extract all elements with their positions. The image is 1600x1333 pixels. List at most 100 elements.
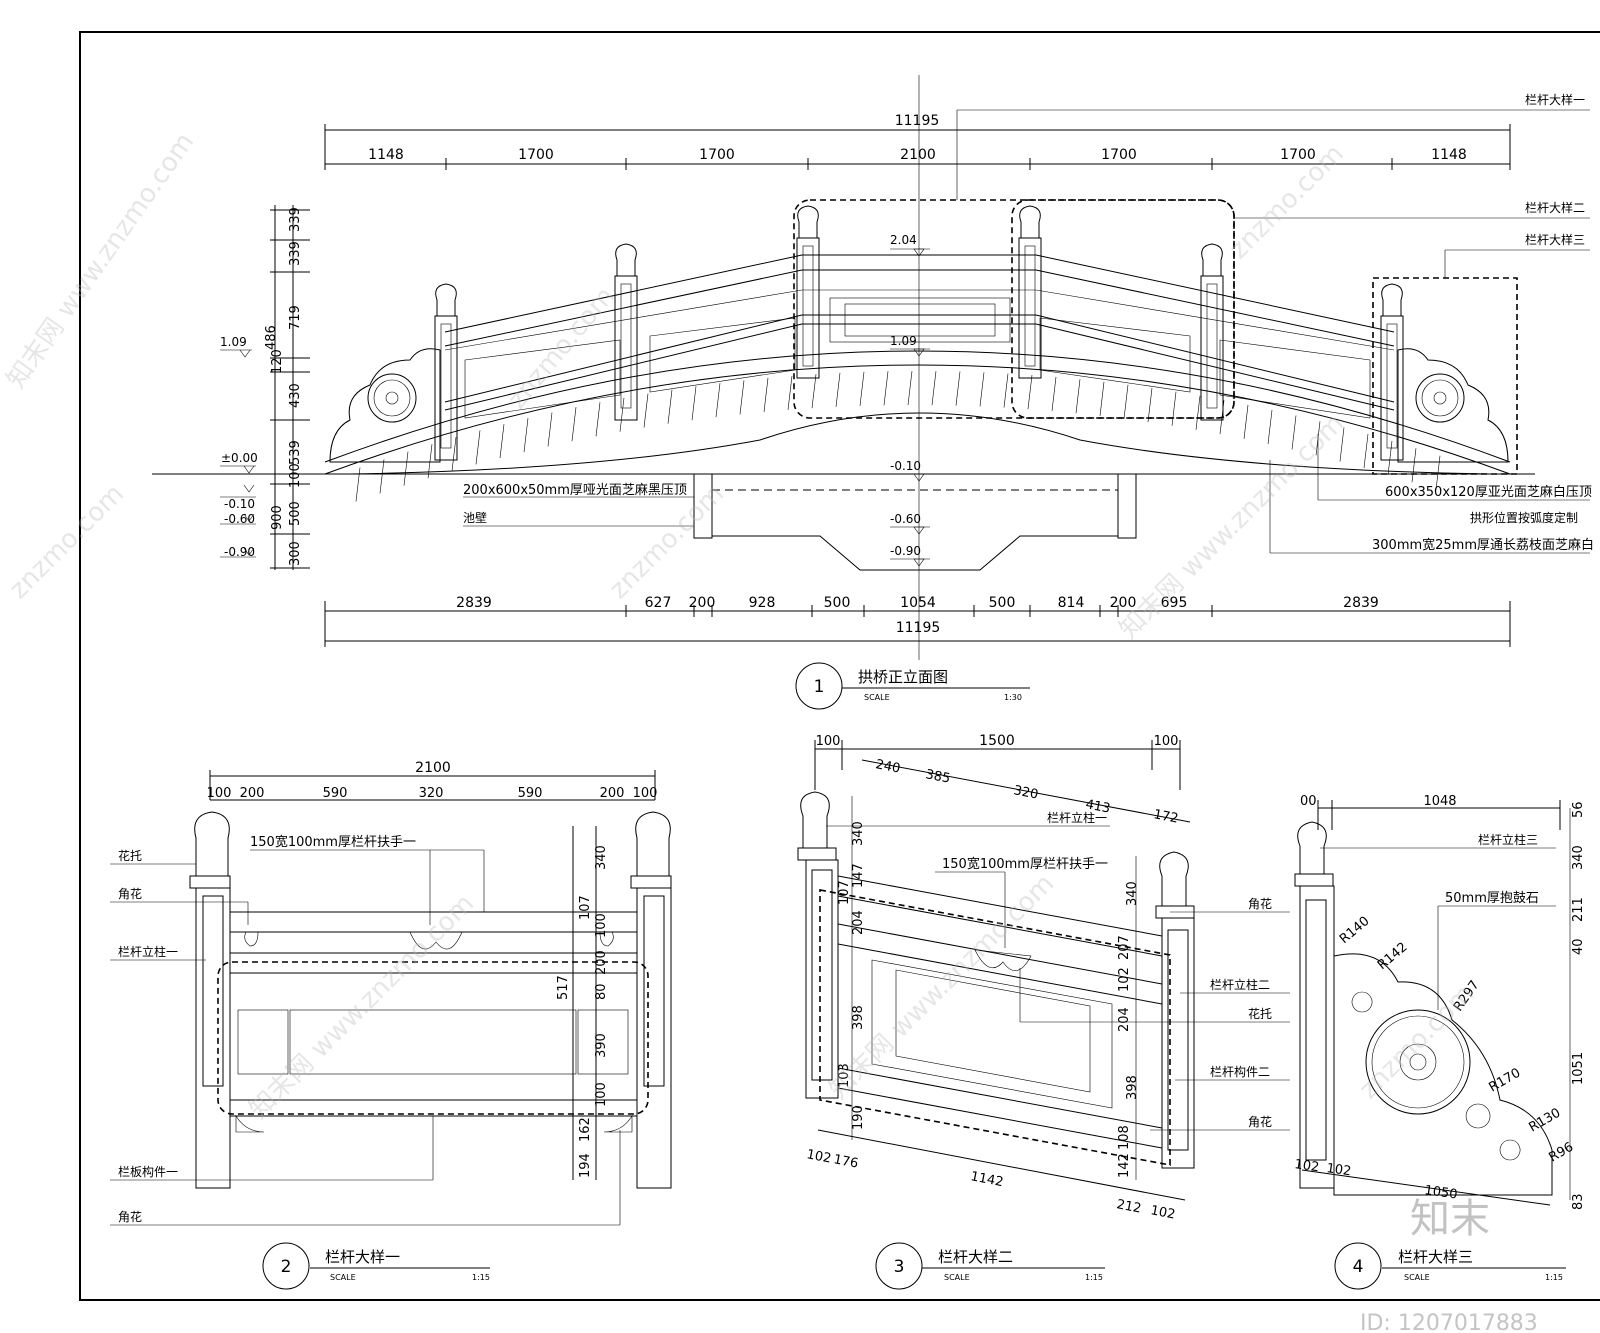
pool-walls: [693, 473, 1137, 571]
svg-text:100: 100: [633, 786, 658, 801]
callout-detail-3: 栏杆大样三: [1525, 232, 1585, 247]
left-dim-339a: 339: [288, 207, 303, 232]
view-number-circle-4: [1334, 1242, 1382, 1290]
svg-text:320: 320: [1012, 783, 1039, 802]
view-number-3: 3: [894, 1257, 905, 1277]
svg-text:103: 103: [837, 1063, 852, 1088]
svg-text:R130: R130: [1527, 1106, 1564, 1136]
bridge-post: [614, 243, 638, 421]
svg-text:100: 100: [594, 1082, 609, 1107]
svg-text:590: 590: [323, 786, 348, 801]
top-seg-4: 2100: [900, 147, 936, 163]
svg-text:-0.10: -0.10: [890, 459, 921, 473]
detail-callout-box-3: [1372, 277, 1518, 475]
callout-detail-2: 栏杆大样二: [1525, 200, 1585, 215]
bot-seg-7: 500: [989, 595, 1016, 611]
svg-text:-0.90: -0.90: [890, 544, 921, 558]
bot-seg-2: 627: [645, 595, 672, 611]
arch-deck-top: [324, 350, 1511, 463]
d1-label-handrail: 150宽100mm厚栏杆扶手一: [250, 834, 416, 850]
d2-label-post1: 栏杆立柱一: [1047, 810, 1107, 825]
left-dim-486: 486: [264, 325, 279, 350]
callout-coping-black: 200x600x50mm厚哑光面芝麻黑压顶: [463, 482, 687, 498]
bridge-post: [1380, 283, 1404, 461]
svg-text:212: 212: [1115, 1197, 1142, 1216]
svg-text:知末网 www.znzmo.com: 知末网 www.znzmo.com: [1114, 409, 1350, 645]
bridge-elevation: 11195 1148 1700 1700 2100 1700 1700 1148…: [152, 75, 1594, 710]
bottom-total-dim: 11195: [896, 620, 941, 636]
view-number-circle-3: [875, 1242, 923, 1290]
svg-text:1048: 1048: [1423, 794, 1456, 809]
left-dim-719: 719: [288, 305, 303, 330]
svg-text:108: 108: [1117, 1125, 1132, 1150]
d3-label-post3: 栏杆立柱三: [1478, 832, 1538, 847]
svg-text:102: 102: [1325, 1161, 1352, 1179]
svg-text:142: 142: [1117, 1153, 1132, 1178]
d2-label-handrail: 150宽100mm厚栏杆扶手一: [942, 856, 1108, 872]
railing-detail-2: 100 1500 100 240 385 320 413 172 34: [797, 733, 1290, 1290]
arch-deck-bottom: [324, 364, 1511, 475]
d1-label-corner-flower-2: 角花: [118, 1209, 142, 1224]
svg-text:100: 100: [207, 786, 232, 801]
svg-text:znzmo.com: znzmo.com: [502, 282, 620, 415]
svg-text:340: 340: [1571, 845, 1586, 870]
view-number-4: 4: [1353, 1257, 1364, 1277]
svg-text:R140: R140: [1337, 914, 1373, 947]
bot-seg-1: 2839: [456, 595, 492, 611]
svg-text:1.09: 1.09: [890, 334, 917, 348]
svg-text:590: 590: [518, 786, 543, 801]
bot-seg-10: 695: [1161, 595, 1188, 611]
svg-text:1051: 1051: [1571, 1052, 1586, 1085]
bridge-post: [796, 205, 820, 379]
svg-text:207: 207: [1117, 935, 1132, 960]
svg-text:100: 100: [594, 913, 609, 938]
detail2-title: 栏杆大样二: [938, 1248, 1013, 1266]
bot-seg-4: 928: [749, 595, 776, 611]
left-dim-539: 539: [288, 440, 303, 465]
bot-seg-6: 1054: [900, 595, 936, 611]
svg-text:204: 204: [851, 910, 866, 935]
top-seg-7: 1148: [1431, 147, 1467, 163]
svg-text:102: 102: [1293, 1157, 1320, 1175]
d3-label-drum-stone: 50mm厚抱鼓石: [1445, 890, 1539, 906]
svg-text:znzmo.com: znzmo.com: [1354, 979, 1480, 1105]
svg-text:±0.00: ±0.00: [221, 451, 258, 465]
callout-pool-wall: 池壁: [463, 510, 487, 525]
svg-text:390: 390: [594, 1033, 609, 1058]
svg-text:517: 517: [556, 975, 571, 1000]
railing-detail-1: 2100 100 200 590 320 590 200 100: [110, 760, 672, 1290]
railing-detail-3: 00 1048 56 R140 R142 R297 R170 R130 R96 …: [1293, 794, 1586, 1290]
left-dim-900: 900: [270, 505, 285, 530]
svg-text:200: 200: [594, 950, 609, 975]
svg-text:40: 40: [1571, 938, 1586, 955]
svg-text:340: 340: [1125, 881, 1140, 906]
svg-text:83: 83: [1571, 1193, 1586, 1210]
level-markers-center: 2.04 1.09 -0.10 -0.60 -0.90: [890, 233, 930, 567]
bot-seg-11: 2839: [1343, 595, 1379, 611]
svg-text:znzmo.com: znzmo.com: [4, 479, 130, 605]
svg-text:172: 172: [1152, 807, 1179, 826]
bot-seg-3: 200: [689, 595, 716, 611]
top-total-dim: 11195: [895, 113, 940, 129]
left-dim-430: 430: [288, 383, 303, 408]
arch-intrados: [349, 412, 1491, 475]
svg-text:102: 102: [1117, 967, 1132, 992]
svg-text:知末网 www.znzmo.com: 知末网 www.znzmo.com: [824, 869, 1060, 1105]
svg-text:107: 107: [578, 895, 593, 920]
d1-top-total: 2100: [415, 760, 451, 776]
callout-detail-1: 栏杆大样一: [1525, 92, 1585, 107]
svg-text:1050: 1050: [1423, 1183, 1458, 1202]
svg-text:340: 340: [594, 845, 609, 870]
svg-text:-0.60: -0.60: [224, 512, 255, 526]
svg-text:知末网 www.znzmo.com: 知末网 www.znzmo.com: [244, 889, 480, 1125]
brand-logo: 知末: [1410, 1196, 1490, 1242]
svg-text:385: 385: [924, 767, 951, 786]
top-seg-3: 1700: [699, 147, 735, 163]
left-dim-300: 300: [288, 541, 303, 566]
level-markers-left: 1.09 ±0.00 -0.10 -0.60 -0.90: [220, 335, 258, 559]
callout-arch-custom: 拱形位置按弧度定制: [1470, 510, 1578, 525]
svg-text:413: 413: [1084, 797, 1111, 816]
view-number-1: 1: [814, 677, 825, 697]
watermarks: 知末网 www.znzmo.com znzmo.com znzmo.com zn…: [1, 128, 1538, 1333]
svg-text:340: 340: [851, 821, 866, 846]
